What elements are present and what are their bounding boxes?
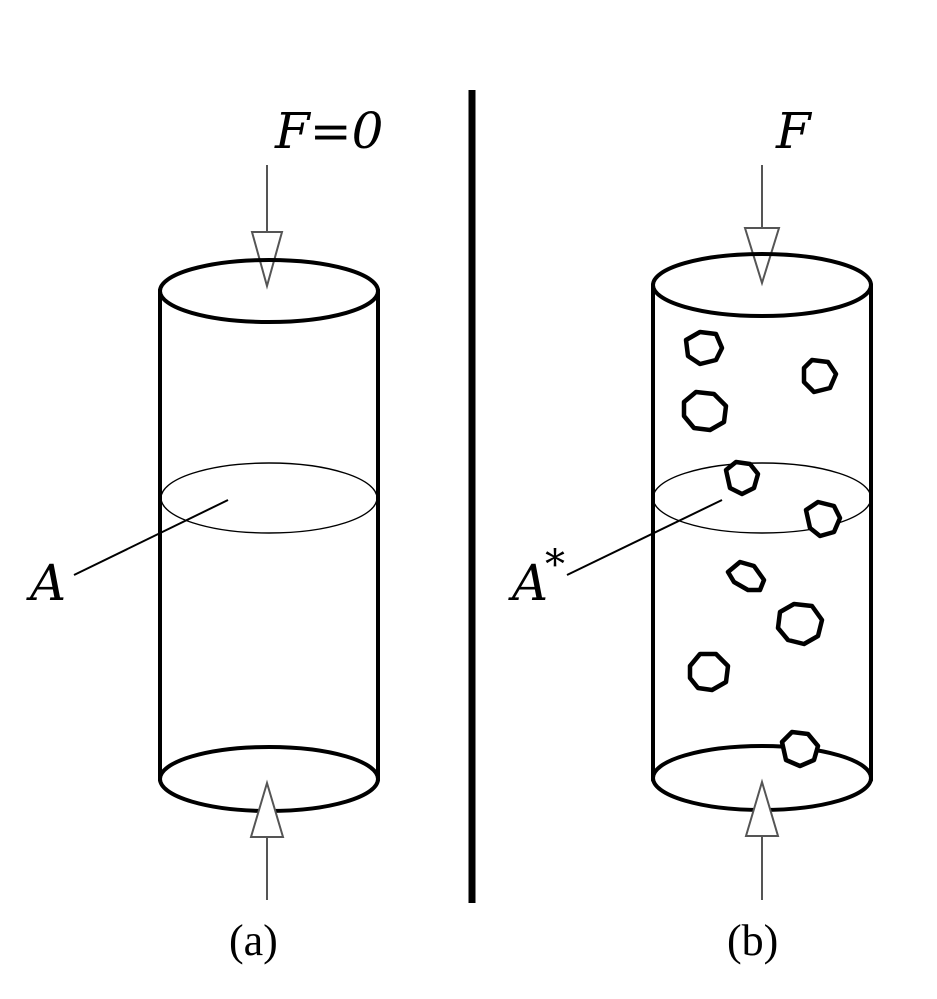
force-label-b: F [775,102,813,160]
pore [681,389,729,433]
area-label-b: A [508,554,548,612]
cross-section-a [160,462,378,534]
cylinder-a [158,258,380,813]
cross-section-b [652,462,872,534]
area-superscript-b: * [545,542,565,588]
panel-b: F A * (b) [508,102,873,965]
pore [775,601,825,647]
area-leader-a [73,499,229,576]
top-force-arrow-a [250,165,284,290]
pore [687,651,731,693]
pore [803,499,843,539]
cylinder-b [651,252,873,812]
area-leader-b [566,499,723,576]
pore [683,329,725,367]
pores [681,329,843,769]
pore [801,357,839,395]
pore [725,559,767,593]
bottom-force-arrow-a [249,779,285,900]
top-force-arrow-b [743,165,781,287]
pore [779,729,821,769]
caption-b: (b) [727,916,778,965]
panel-a: F=0 A (a) [26,102,383,965]
bottom-force-arrow-b [744,778,780,900]
force-label-a: F=0 [274,102,383,160]
area-label-a: A [26,554,66,612]
pore [723,459,761,497]
caption-a: (a) [229,916,278,965]
